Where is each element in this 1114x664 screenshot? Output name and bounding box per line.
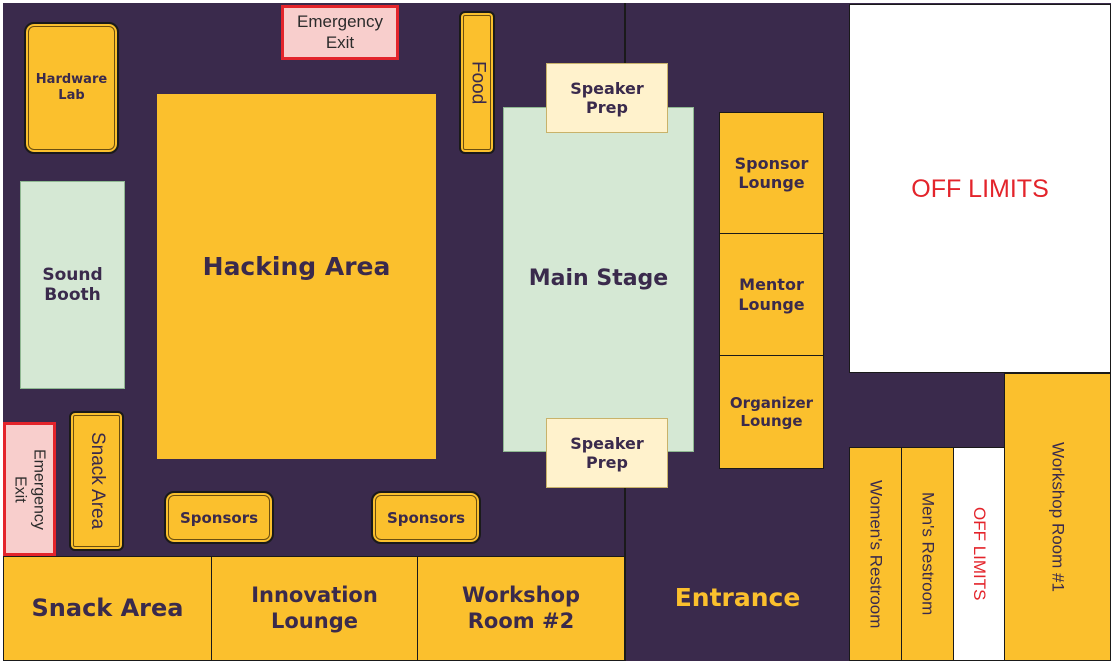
main-stage: Main Stage	[503, 107, 694, 452]
mentor-lounge: Mentor Lounge	[719, 233, 824, 356]
emergency-exit-top: Emergency Exit	[281, 5, 399, 60]
organizer-lounge: Organizer Lounge	[719, 355, 824, 469]
womens-restroom: Women's Restroom	[849, 447, 902, 661]
speaker-prep-top: Speaker Prep	[546, 63, 668, 133]
sponsors-booth-right: Sponsors	[371, 491, 481, 544]
entrance: Entrance	[674, 582, 801, 612]
sound-booth: Sound Booth	[20, 181, 125, 389]
snack-area-vertical: Snack Area	[69, 411, 124, 551]
snack-area: Snack Area	[3, 556, 212, 661]
food: Food	[459, 11, 495, 154]
hacking-area: Hacking Area	[157, 94, 436, 459]
innovation-lounge: Innovation Lounge	[211, 556, 418, 661]
sponsor-lounge: Sponsor Lounge	[719, 112, 824, 234]
workshop-room-1: Workshop Room #1	[1004, 373, 1111, 661]
mens-restroom: Men's Restroom	[901, 447, 954, 661]
emergency-exit-left: Emergency Exit	[3, 422, 56, 556]
hardware-lab: Hardware Lab	[24, 22, 119, 154]
off-limits-small: OFF LIMITS	[953, 447, 1005, 661]
workshop-room-2: Workshop Room #2	[417, 556, 625, 661]
sponsors-booth-left: Sponsors	[164, 491, 274, 544]
speaker-prep-bottom: Speaker Prep	[546, 418, 668, 488]
off-limits-area: OFF LIMITS	[849, 4, 1111, 373]
